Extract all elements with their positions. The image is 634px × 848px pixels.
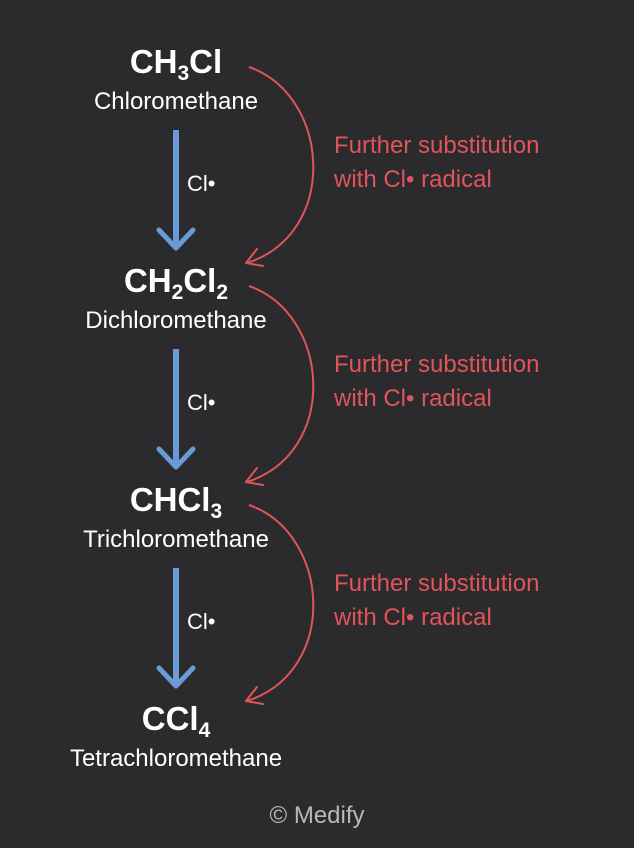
substitution-note-line: Further substitution: [334, 570, 540, 597]
reagent-label: Cl•: [187, 390, 216, 415]
formula-subscript: 2: [216, 281, 229, 304]
formula-subscript: 3: [210, 500, 223, 523]
compound-name: Trichloromethane: [83, 526, 269, 553]
substitution-arrow-curve: [246, 285, 315, 483]
substitution-note-line: with Cl• radical: [334, 604, 492, 631]
formula-subscript: 3: [177, 62, 190, 85]
substitution-note: Further substitution with Cl• radical: [334, 567, 624, 635]
substitution-note: Further substitution with Cl• radical: [334, 348, 624, 416]
compound-formula: CCl4: [0, 700, 352, 741]
compound-formula: CH2Cl2: [0, 262, 352, 303]
reaction-arrow-head: [156, 665, 196, 689]
formula-text: Cl: [189, 43, 223, 80]
formula-text: Cl: [183, 262, 217, 299]
reagent-label: Cl•: [187, 609, 216, 634]
compound-name: Dichloromethane: [85, 307, 267, 334]
formula-text: CHCl: [129, 481, 211, 518]
reagent-label: Cl•: [187, 171, 216, 196]
reaction-arrow-head: [156, 227, 196, 251]
substitution-arrow-curve: [246, 504, 315, 702]
substitution-note-line: with Cl• radical: [334, 166, 492, 193]
credit-text: © Medify: [269, 802, 365, 829]
substitution-note: Further substitution with Cl• radical: [334, 129, 624, 197]
substitution-note-line: Further substitution: [334, 351, 540, 378]
reaction-arrow-head: [156, 446, 196, 470]
formula-subscript: 4: [198, 719, 211, 742]
compound-name: Tetrachloromethane: [69, 745, 283, 772]
substitution-arrow-curve: [246, 66, 315, 264]
compound-formula: CHCl3: [0, 481, 352, 522]
substitution-note-line: with Cl• radical: [334, 385, 492, 412]
formula-text: CCl: [141, 700, 199, 737]
formula-text: CH: [129, 43, 178, 80]
substitution-arrow-head: [245, 467, 264, 486]
substitution-note-line: Further substitution: [334, 132, 540, 159]
compound-formula: CH3Cl: [0, 43, 352, 84]
compound-name: Chloromethane: [93, 88, 259, 115]
substitution-arrow-head: [245, 686, 264, 705]
formula-subscript: 2: [171, 281, 184, 304]
formula-text: CH: [123, 262, 172, 299]
substitution-arrow-head: [245, 248, 264, 267]
